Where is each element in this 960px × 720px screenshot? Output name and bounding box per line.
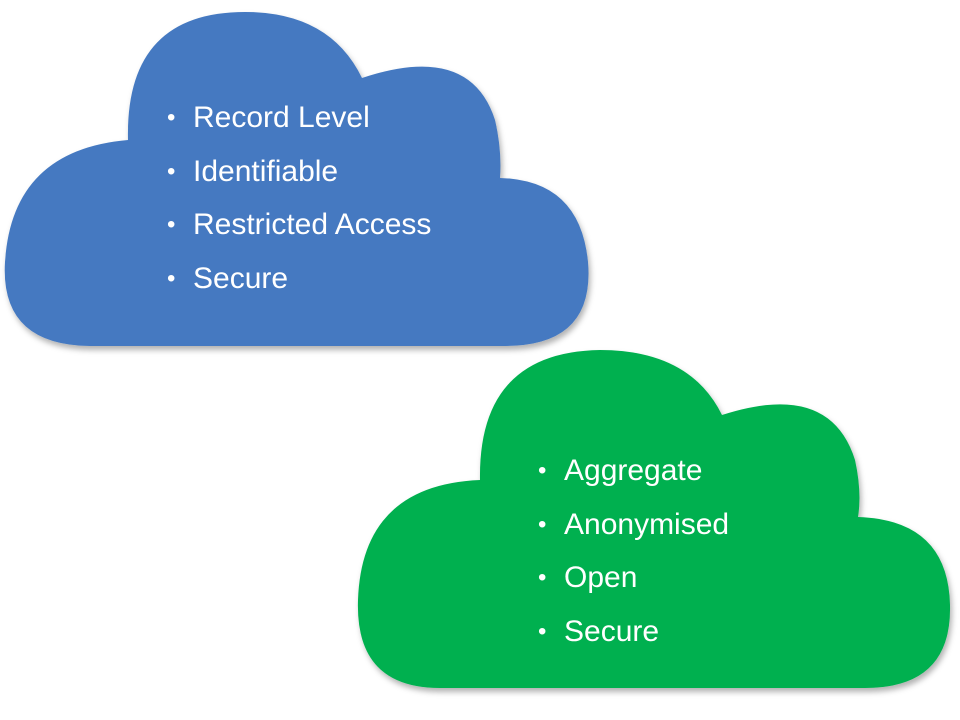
list-item: • Anonymised (538, 498, 729, 552)
bullet-icon: • (167, 157, 176, 185)
cloud-bottom-shape (357, 350, 951, 688)
cloud-top-list: • Record Level • Identifiable • Restricted … (167, 91, 431, 305)
list-item-label: Restricted Access (193, 208, 432, 241)
list-item-label: Identifiable (193, 154, 339, 188)
cloud-top-shape (4, 12, 589, 346)
cloud-bottom-list: • Aggregate • Anonymised • Open • Secure (538, 444, 729, 658)
list-item: • Identifiable (167, 145, 431, 199)
bullet-icon: • (167, 211, 176, 238)
list-item-label: Open (564, 561, 638, 594)
list-item-label: Aggregate (564, 454, 703, 487)
list-item: • Secure (538, 605, 729, 659)
list-item-label: Anonymised (564, 507, 730, 541)
list-item-label: Secure (564, 614, 660, 648)
list-item-label: Secure (193, 261, 289, 295)
bullet-icon: • (538, 617, 547, 645)
list-item: • Secure (167, 252, 431, 306)
bullet-icon: • (538, 564, 547, 591)
bullet-icon: • (538, 457, 547, 484)
list-item: • Record Level (167, 91, 431, 145)
bullet-icon: • (538, 510, 547, 538)
list-item: • Restricted Access (167, 198, 431, 252)
list-item: • Open (538, 551, 729, 605)
list-item-label: Record Level (193, 101, 370, 134)
list-item: • Aggregate (538, 444, 729, 498)
bullet-icon: • (167, 264, 176, 292)
bullet-icon: • (167, 104, 176, 131)
